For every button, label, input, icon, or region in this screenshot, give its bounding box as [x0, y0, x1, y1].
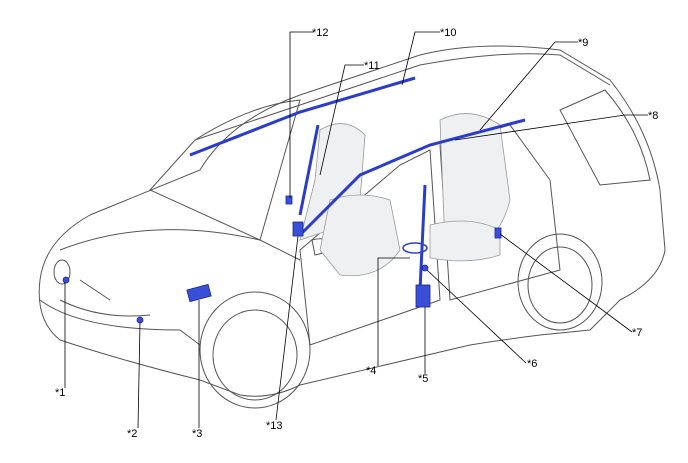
front-seat-passenger	[319, 194, 401, 277]
callout-label-9: *9	[578, 37, 589, 49]
callout-label-5: *5	[418, 373, 429, 385]
leader-line-10	[401, 31, 440, 86]
roof-line	[194, 53, 611, 141]
callout-label-3: *3	[192, 428, 203, 440]
callout-label-12: *12	[312, 27, 329, 39]
callout-label-7: *7	[632, 327, 643, 339]
leader-line-8	[454, 114, 648, 141]
car-body-outline	[38, 45, 666, 397]
callout-label-10: *10	[440, 27, 457, 39]
curtain-airbag-left	[189, 76, 416, 157]
seatbelt-anchor-upper	[285, 195, 293, 205]
seatbelt-retractor	[415, 284, 431, 308]
callout-label-8: *8	[648, 110, 659, 122]
rear-wheel	[527, 246, 593, 324]
grille	[59, 279, 151, 317]
leader-line-11	[319, 64, 364, 176]
callout-label-4: *4	[366, 365, 377, 377]
rear-seat-cushion	[429, 220, 501, 262]
callout-label-1: *1	[55, 387, 66, 399]
windshield	[149, 99, 301, 241]
front-wheel	[212, 309, 298, 401]
leader-line-13	[275, 235, 299, 421]
callout-label-11: *11	[364, 60, 380, 72]
front-seatbelt	[298, 124, 320, 216]
callout-label-6: *6	[527, 358, 538, 370]
callout-label-2: *2	[127, 428, 138, 440]
leader-line-7	[499, 233, 633, 333]
airbag-sensor-front-left	[186, 283, 212, 303]
leader-line-6	[426, 269, 527, 364]
front-wheel-arch	[199, 291, 311, 409]
sensor-front-1	[62, 276, 70, 284]
buckle-switch	[421, 264, 429, 272]
front-bumper	[39, 299, 201, 346]
headlight	[53, 259, 71, 285]
rear-wheel-arch	[517, 233, 603, 331]
side-sensor-rear	[494, 227, 502, 239]
leader-line-2	[137, 321, 141, 429]
rear-seatbelt	[418, 184, 427, 291]
callout-label-13: *13	[266, 420, 283, 432]
leader-line-9	[479, 41, 578, 131]
seat-position-sensor	[402, 242, 428, 254]
rear-window	[559, 89, 651, 186]
leader-line-4	[377, 257, 410, 366]
hood-line	[59, 229, 301, 261]
leader-line-12	[289, 31, 314, 198]
pillar-sensor	[292, 221, 304, 237]
curtain-airbag-right	[298, 118, 526, 237]
